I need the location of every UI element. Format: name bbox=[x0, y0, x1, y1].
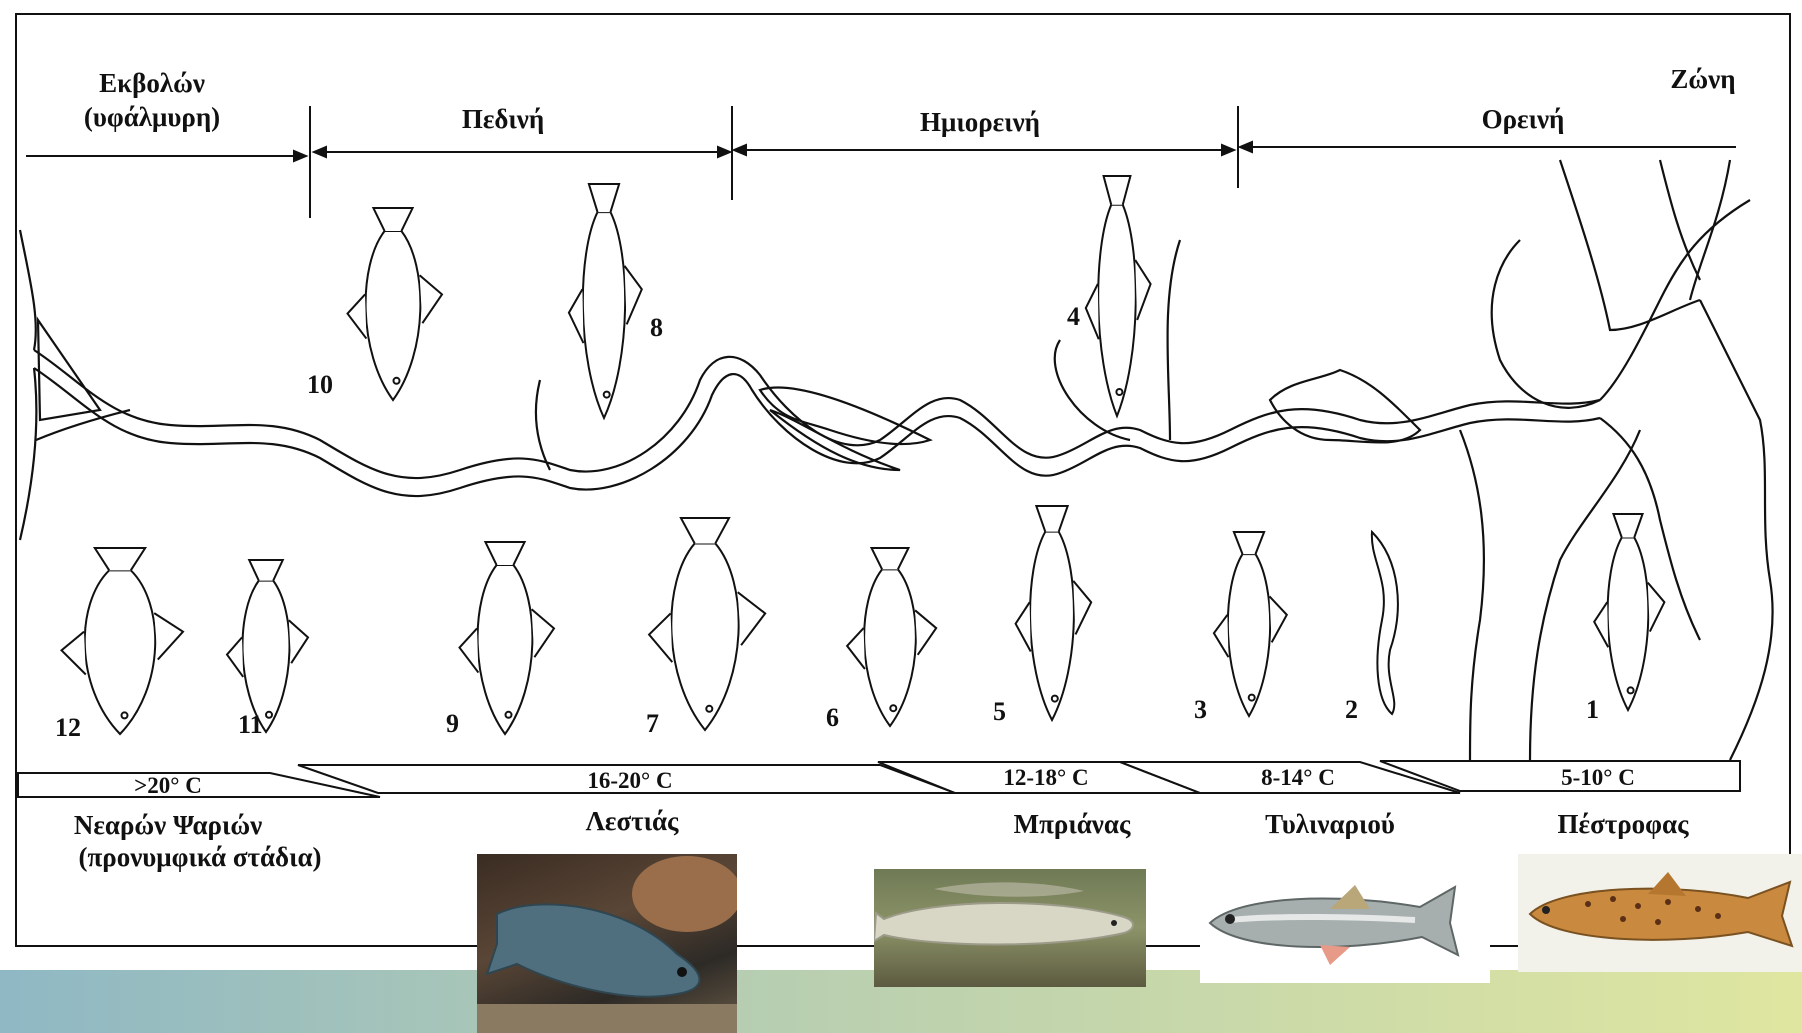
fish-7-drawing bbox=[649, 518, 765, 730]
barbel-photo bbox=[874, 869, 1146, 987]
zone-arrows bbox=[26, 106, 1736, 218]
fish-4-drawing bbox=[1086, 176, 1151, 416]
zone-lowland-label: Πεδινή bbox=[462, 104, 544, 134]
fish-number-10: 10 bbox=[307, 370, 333, 399]
fish-11-drawing bbox=[227, 560, 308, 732]
temp-estuary: >20° C bbox=[134, 773, 202, 798]
temp-trout-zone: 5-10° C bbox=[1561, 765, 1635, 790]
temperature-bands bbox=[18, 761, 1740, 797]
temp-barbel-zone: 12-18° C bbox=[1003, 765, 1088, 790]
bream-photo bbox=[477, 854, 737, 1033]
fish-number-1: 1 bbox=[1586, 695, 1599, 724]
zone-estuary-sublabel: (υφάλμυρη) bbox=[84, 102, 220, 132]
temp-bream-zone: 16-20° C bbox=[587, 768, 672, 793]
zone-juvenile-sublabel: (προνυμφικά στάδια) bbox=[78, 842, 321, 872]
zone-semimountain-label: Ημιορεινή bbox=[920, 107, 1040, 137]
zone-title: Ζώνη bbox=[1670, 64, 1735, 94]
fish-number-5: 5 bbox=[993, 697, 1006, 726]
fish-9-drawing bbox=[460, 542, 555, 734]
temp-grayling-zone: 8-14° C bbox=[1261, 765, 1335, 790]
fish-12-drawing bbox=[62, 548, 184, 734]
fish-3-drawing bbox=[1214, 532, 1287, 716]
zone-bream-label: Λεστιάς bbox=[586, 806, 679, 836]
fish-number-2: 2 bbox=[1345, 695, 1358, 724]
fish-number-4: 4 bbox=[1067, 302, 1080, 331]
fish-6-drawing bbox=[847, 548, 936, 726]
zone-trout-label: Πέστροφας bbox=[1558, 809, 1690, 839]
zone-grayling-label: Τυλιναριού bbox=[1265, 809, 1395, 839]
zone-estuary-label: Εκβολών bbox=[99, 68, 205, 98]
fish-number-6: 6 bbox=[826, 703, 839, 732]
zone-barbel-label: Μπριάνας bbox=[1014, 809, 1131, 839]
fish-5-drawing bbox=[1016, 506, 1092, 720]
fish-number-11: 11 bbox=[238, 710, 263, 739]
fish-10-drawing bbox=[348, 208, 443, 400]
fish-number-12: 12 bbox=[55, 713, 81, 742]
fish-number-7: 7 bbox=[646, 709, 659, 738]
fish-2-larva-drawing bbox=[1372, 532, 1398, 714]
diagram-frame bbox=[16, 14, 1790, 946]
fish-1-drawing bbox=[1594, 514, 1664, 710]
fish-8-drawing bbox=[569, 184, 642, 418]
fish-number-9: 9 bbox=[446, 709, 459, 738]
fish-number-8: 8 bbox=[650, 313, 663, 342]
fish-number-3: 3 bbox=[1194, 695, 1207, 724]
zone-juvenile-label: Νεαρών Ψαριών bbox=[74, 810, 262, 840]
grayling-photo bbox=[1200, 865, 1490, 983]
zone-mountain-label: Ορεινή bbox=[1482, 104, 1565, 134]
trout-photo bbox=[1518, 854, 1802, 972]
